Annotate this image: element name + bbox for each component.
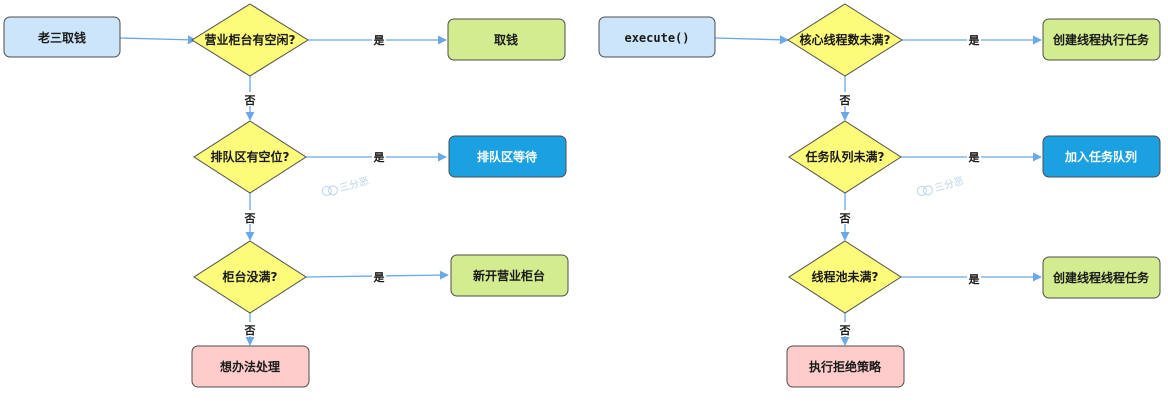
right-decision-1: 核心线程数未满? [787,3,903,77]
right-decision-2-label: 任务队列未满? [805,149,885,164]
right-start-node: execute() [598,16,716,58]
left-yes-label-1: 是 [373,34,386,47]
right-yes-label-2: 是 [968,151,981,164]
right-result-2: 加入任务队列 [1042,135,1161,178]
right-yes-label-3: 是 [968,273,981,286]
left-no-label-bg-1 [243,92,257,106]
left-fallback-label: 想办法处理 [219,359,280,374]
left-decision-3-label: 柜台没满? [222,269,278,284]
left-no-label-bg-2 [243,210,257,224]
right-yes-label-1: 是 [968,34,981,47]
left-no-label-3: 否 [244,324,256,337]
right-edge-start-to-d1 [714,35,789,45]
right-decision-3-label: 线程池未满? [812,269,879,284]
right-decision-3: 线程池未满? [788,240,902,314]
left-start-node: 老三取钱 [3,16,121,58]
left-yes-label-bg-1 [372,32,386,46]
left-yes-label-bg-2 [372,149,386,163]
left-decision-2-label: 排队区有空位? [211,149,290,164]
left-decision-1: 营业柜台有空闲? [191,3,309,77]
right-fallback-node: 执行拒绝策略 [786,345,905,388]
left-fallback-node: 想办法处理 [191,345,310,388]
right-no-label-bg-1 [838,92,852,106]
left-edge-start-to-d1 [119,35,197,45]
left-watermark: 三分恶 [321,175,370,196]
chat-bubble-icon [916,185,933,196]
right-start-label: execute() [624,31,689,45]
left-result-1: 取钱 [447,18,566,61]
left-no-label-bg-3 [243,322,257,336]
right-decision-2: 任务队列未满? [788,120,902,194]
right-result-2-label: 加入任务队列 [1064,149,1137,164]
left-result-2: 排队区等待 [448,135,567,178]
left-decision-1-label: 营业柜台有空闲? [205,32,296,47]
right-result-1: 创建线程执行任务 [1042,18,1161,61]
right-no-label-1: 否 [839,94,851,107]
right-result-3-label: 创建线程线程任务 [1052,270,1150,285]
right-result-3: 创建线程线程任务 [1042,256,1161,299]
right-no-label-3: 否 [839,324,851,337]
left-flowchart: 是 是 是 否 否 否 老三取钱 营业柜台有空闲? 取钱 排队区有空位? [3,3,569,388]
right-watermark: 三分恶 [916,175,965,196]
left-decision-2: 排队区有空位? [193,120,307,194]
left-yes-label-2: 是 [373,151,386,164]
left-result-1-label: 取钱 [494,32,518,47]
left-watermark-text: 三分恶 [338,175,370,194]
left-no-label-1: 否 [244,94,256,107]
right-fallback-label: 执行拒绝策略 [809,359,882,374]
right-yes-label-bg-1 [967,32,981,46]
right-decision-1-label: 核心线程数未满? [800,32,891,47]
chat-bubble-icon [321,185,338,196]
left-yes-label-bg-3 [372,269,386,283]
right-no-label-2: 否 [839,212,851,225]
right-watermark-text: 三分恶 [933,175,965,194]
left-result-2-label: 排队区等待 [477,149,537,164]
left-start-label: 老三取钱 [38,30,86,45]
right-yes-label-bg-2 [967,149,981,163]
left-result-3-label: 新开营业柜台 [473,268,545,283]
left-no-label-2: 否 [244,212,256,225]
left-decision-3: 柜台没满? [193,240,307,314]
right-flowchart: 是 是 是 否 否 否 execute() 核心线程数未满? 创建线程执行任务 … [598,3,1161,388]
right-no-label-bg-3 [838,322,852,336]
left-result-3: 新开营业柜台 [450,254,569,297]
left-yes-label-3: 是 [373,271,386,284]
right-result-1-label: 创建线程执行任务 [1052,32,1150,47]
right-no-label-bg-2 [838,210,852,224]
right-yes-label-bg-3 [967,271,981,285]
